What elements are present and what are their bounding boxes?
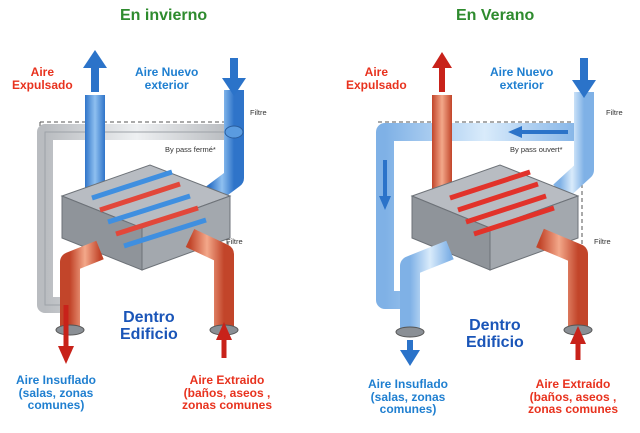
filter-top-ring [224, 125, 244, 139]
fresh-arrow-head [222, 78, 246, 96]
expelled-arrow-head [432, 52, 452, 68]
extract-arrow-head [570, 326, 586, 344]
supply-diffuser [55, 324, 85, 336]
expelled-air-duct [85, 95, 105, 191]
summer-extract-label: Aire Extraído(baños, aseos ,zonas comune… [528, 377, 619, 417]
exchanger-flow-arrows [449, 169, 555, 237]
extract-air-duct [185, 228, 234, 330]
supply-arrow-head [400, 350, 420, 366]
supply-air-duct [400, 240, 454, 332]
summer-diagram [376, 52, 596, 366]
bypass-duct-open [376, 123, 584, 309]
exchanger-flow-arrows [91, 169, 207, 249]
bypass-duct-outline [44, 131, 228, 306]
fresh-air-duct [553, 92, 594, 200]
summer-filter-bottom: Filtre [594, 237, 611, 246]
fresh-air-duct [204, 90, 244, 204]
supply-arrow-head [58, 346, 74, 364]
winter-title: En invierno [120, 7, 208, 24]
fresh-arrow-head [572, 80, 596, 98]
supply-diffuser [395, 326, 425, 338]
summer-filter-top: Filtre [606, 108, 623, 117]
winter-diagram [37, 50, 246, 364]
winter-bypass-label: By pass fermé* [165, 145, 216, 154]
winter-filter-bottom: Filtre [226, 237, 243, 246]
extract-arrow-head [216, 322, 232, 340]
supply-air-duct [60, 240, 104, 330]
extract-air-duct [536, 228, 588, 330]
summer-bypass-label: By pass ouvert* [510, 145, 563, 154]
summer-title: En Verano [456, 7, 535, 24]
winter-extract-label: Aire Extraido(baños, aseos ,zonas comune… [182, 373, 273, 413]
winter-filter-top: Filtre [250, 108, 267, 117]
expelled-air-duct [432, 95, 452, 193]
expelled-arrow-head [83, 50, 107, 68]
